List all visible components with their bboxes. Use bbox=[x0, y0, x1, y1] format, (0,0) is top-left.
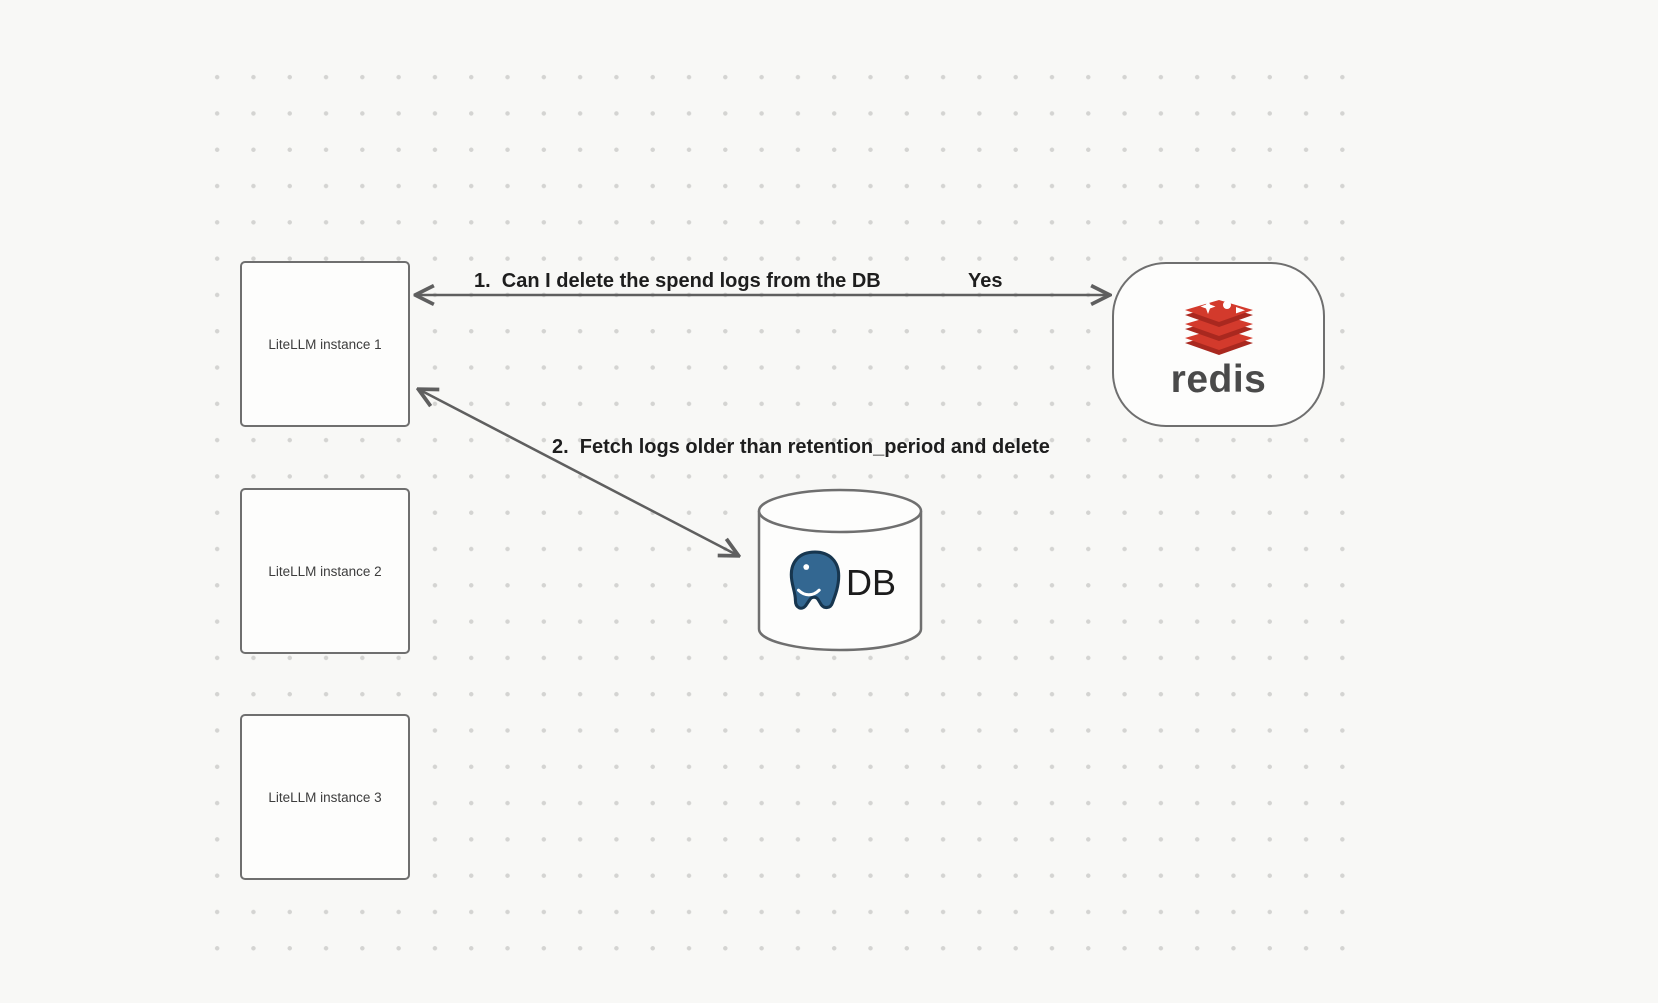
node-litellm-instance-1: LiteLLM instance 1 bbox=[240, 261, 410, 427]
node-label: LiteLLM instance 1 bbox=[268, 336, 382, 352]
redis-wordmark: redis bbox=[1170, 358, 1267, 401]
db-label: DB bbox=[845, 562, 896, 603]
node-label: LiteLLM instance 2 bbox=[268, 563, 382, 579]
redis-logo-icon bbox=[1184, 299, 1253, 355]
node-label: LiteLLM instance 3 bbox=[268, 789, 382, 805]
node-redis: redis bbox=[1112, 262, 1325, 427]
arrow2-label: 2. Fetch logs older than retention_perio… bbox=[552, 436, 1050, 458]
arrow-litellm-db bbox=[420, 390, 737, 555]
arrow1-response-label: Yes bbox=[968, 270, 1003, 292]
database-cylinder-icon bbox=[757, 488, 923, 652]
postgres-elephant-icon bbox=[789, 550, 841, 610]
node-litellm-instance-2: LiteLLM instance 2 bbox=[240, 488, 410, 654]
node-litellm-instance-3: LiteLLM instance 3 bbox=[240, 714, 410, 880]
arrow1-label: 1. Can I delete the spend logs from the … bbox=[474, 270, 881, 292]
node-database: DB bbox=[756, 486, 924, 654]
